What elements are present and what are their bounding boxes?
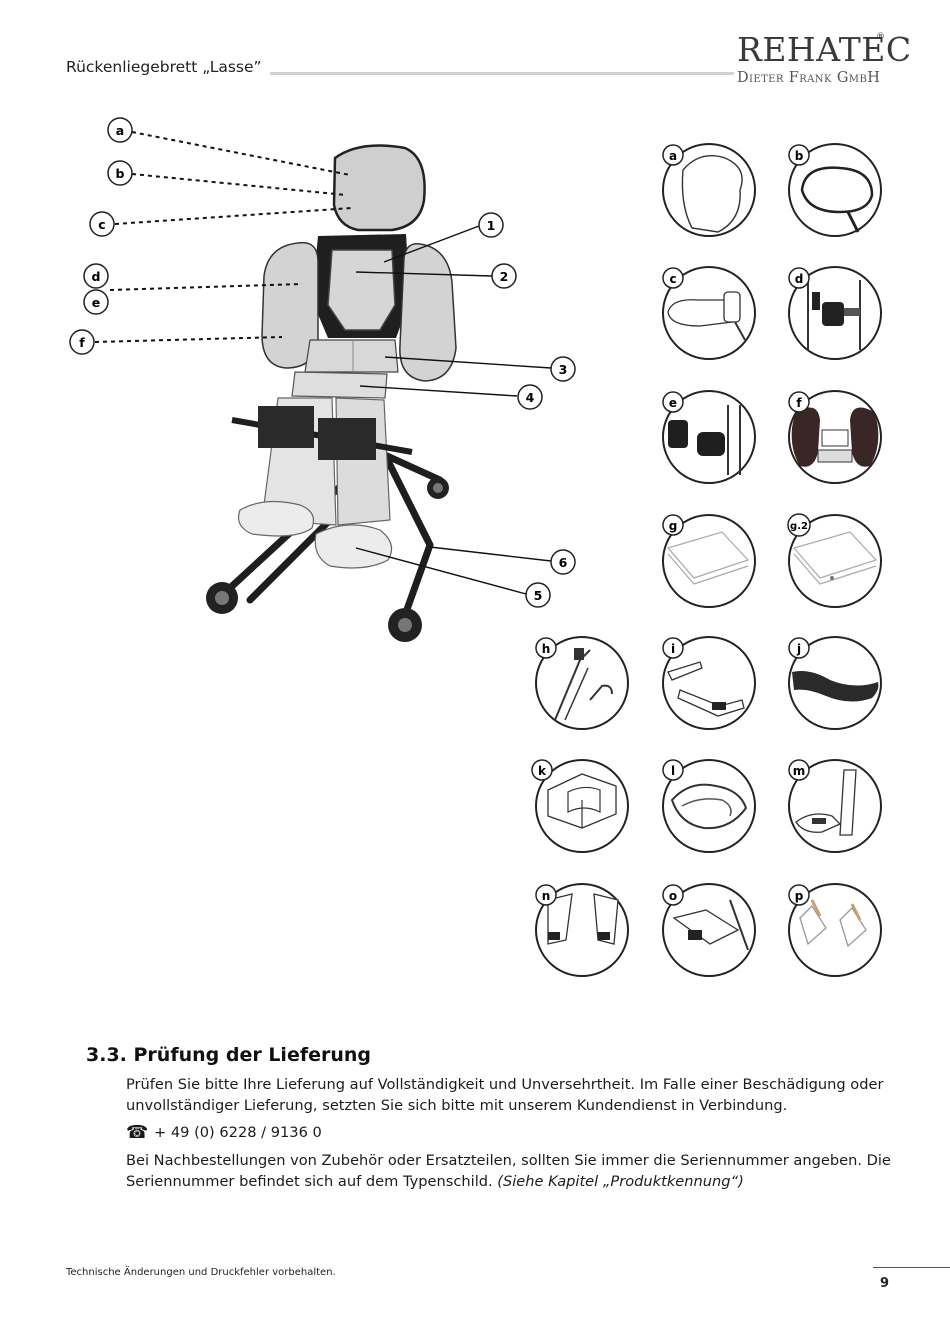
left-callout-a: a bbox=[107, 117, 133, 143]
device-illustration bbox=[206, 144, 457, 642]
svg-text:a: a bbox=[116, 123, 124, 138]
svg-text:e: e bbox=[669, 396, 677, 410]
wheel bbox=[206, 477, 449, 642]
svg-text:f: f bbox=[796, 396, 802, 410]
svg-text:a: a bbox=[669, 149, 677, 163]
accessory-f: f bbox=[788, 390, 882, 484]
product-figure: a b c d e f 1 2 3 4 5 6 a b c bbox=[69, 117, 882, 977]
chapter-reference: (Siehe Kapitel „Produktkennung“) bbox=[497, 1173, 744, 1190]
accessory-a: a bbox=[662, 143, 756, 237]
svg-text:g: g bbox=[669, 519, 678, 533]
footer-rule bbox=[873, 1267, 950, 1268]
footer-note: Technische Änderungen und Druckfehler vo… bbox=[66, 1267, 336, 1278]
accessory-h: h bbox=[535, 636, 629, 730]
number-callout-5: 5 bbox=[525, 582, 551, 608]
accessory-g: g bbox=[662, 514, 756, 608]
accessory-m: m bbox=[788, 759, 882, 853]
svg-text:e: e bbox=[92, 295, 100, 310]
svg-text:g.2: g.2 bbox=[790, 521, 808, 532]
svg-text:j: j bbox=[796, 642, 801, 656]
svg-text:h: h bbox=[542, 642, 551, 656]
svg-text:2: 2 bbox=[500, 269, 509, 284]
left-callout-d: d bbox=[83, 263, 109, 289]
svg-text:m: m bbox=[793, 764, 806, 778]
accessory-e: e bbox=[662, 390, 756, 484]
left-callout-c: c bbox=[89, 211, 115, 237]
accessory-n: n bbox=[535, 883, 629, 977]
reorder-text: Bei Nachbestellungen von Zubehör oder Er… bbox=[126, 1152, 891, 1190]
svg-text:f: f bbox=[79, 335, 85, 350]
svg-text:5: 5 bbox=[534, 588, 543, 603]
svg-text:4: 4 bbox=[526, 390, 535, 405]
accessory-l: l bbox=[662, 759, 756, 853]
svg-text:n: n bbox=[542, 889, 551, 903]
phone-line: ☎ + 49 (0) 6228 / 9136 0 bbox=[126, 1122, 322, 1143]
left-callout-e: e bbox=[83, 289, 109, 315]
svg-text:d: d bbox=[795, 272, 804, 286]
accessory-p: p bbox=[788, 883, 882, 977]
number-callout-2: 2 bbox=[491, 263, 517, 289]
left-callout-b: b bbox=[107, 160, 133, 186]
brand-registered-mark: ® bbox=[876, 32, 885, 42]
svg-text:l: l bbox=[671, 764, 675, 778]
accessory-k: k bbox=[531, 759, 629, 853]
svg-text:o: o bbox=[669, 889, 677, 903]
accessory-b: b bbox=[788, 143, 882, 237]
dotted-leaders bbox=[94, 131, 353, 343]
number-callout-6: 6 bbox=[550, 549, 576, 575]
reorder-paragraph: Bei Nachbestellungen von Zubehör oder Er… bbox=[126, 1150, 896, 1192]
document-title: Rückenliegebrett „Lasse” bbox=[66, 58, 262, 76]
svg-text:b: b bbox=[116, 166, 125, 181]
page-number: 9 bbox=[880, 1276, 890, 1291]
brand-subtitle: Dieter Frank GmbH bbox=[737, 70, 881, 86]
number-callout-1: 1 bbox=[478, 212, 504, 238]
number-callout-3: 3 bbox=[550, 356, 576, 382]
solid-leaders bbox=[355, 225, 552, 595]
number-callout-4: 4 bbox=[517, 384, 543, 410]
accessory-j: j bbox=[788, 636, 882, 730]
svg-text:c: c bbox=[669, 272, 676, 286]
left-callout-f: f bbox=[69, 329, 95, 355]
brand-logo: REHATEC bbox=[737, 30, 912, 69]
accessory-d: d bbox=[788, 266, 882, 360]
svg-text:c: c bbox=[98, 217, 105, 232]
accessory-i: i bbox=[662, 636, 756, 730]
accessory-o: o bbox=[662, 883, 756, 977]
accessory-c: c bbox=[662, 266, 756, 360]
svg-text:3: 3 bbox=[559, 362, 568, 377]
svg-text:b: b bbox=[795, 149, 804, 163]
phone-number: + 49 (0) 6228 / 9136 0 bbox=[154, 1124, 322, 1141]
svg-text:1: 1 bbox=[487, 218, 496, 233]
svg-text:6: 6 bbox=[559, 555, 568, 570]
svg-text:i: i bbox=[671, 642, 675, 656]
svg-text:d: d bbox=[92, 269, 101, 284]
phone-icon: ☎ bbox=[126, 1122, 149, 1143]
delivery-check-paragraph: Prüfen Sie bitte Ihre Lieferung auf Voll… bbox=[126, 1076, 884, 1114]
svg-text:k: k bbox=[538, 764, 547, 778]
accessory-g2: g.2 bbox=[787, 513, 882, 608]
svg-text:p: p bbox=[795, 889, 804, 903]
title-rule bbox=[270, 72, 734, 75]
section-heading: 3.3. Prüfung der Lieferung bbox=[86, 1044, 371, 1066]
